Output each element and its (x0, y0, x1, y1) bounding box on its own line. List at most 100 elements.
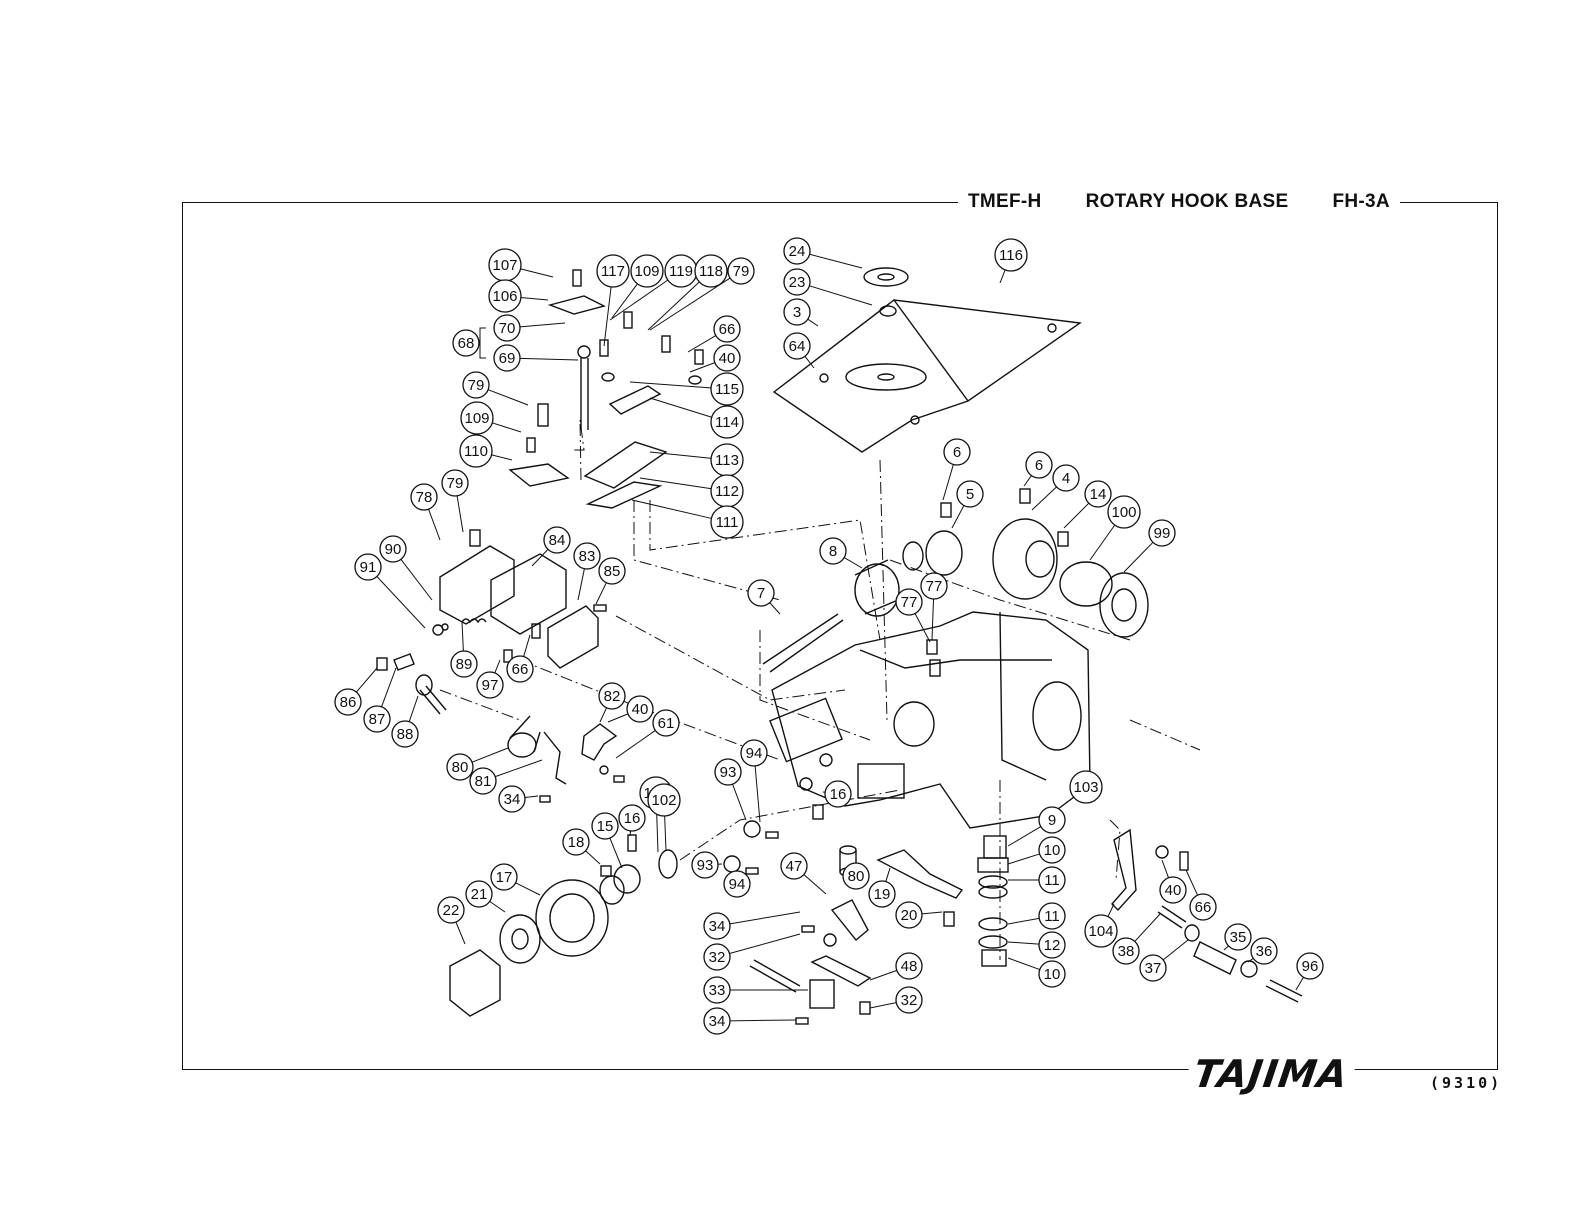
callout-circle (994, 238, 1028, 272)
solenoid-84 (490, 553, 567, 635)
callout-circle (783, 237, 811, 265)
callout-number: 109 (464, 410, 489, 427)
callout-number: 48 (901, 958, 918, 975)
callout-circle (703, 943, 731, 971)
leader-line (471, 747, 509, 763)
callout-circle (626, 695, 654, 723)
callout-77: 77 (895, 588, 931, 643)
collar-15 (613, 864, 641, 894)
callout-17: 17 (490, 863, 541, 896)
callout-number: 103 (1073, 779, 1098, 796)
callout-circle (459, 434, 493, 468)
callout-number: 88 (397, 726, 414, 743)
leader-line (869, 1002, 897, 1009)
lever-81 (543, 731, 567, 785)
leader-line (517, 267, 554, 278)
callout-circle (476, 671, 504, 699)
leader-line (629, 381, 715, 389)
callout-number: 84 (549, 532, 566, 549)
callout-circle (710, 372, 744, 406)
leader-line (942, 464, 954, 501)
callout-circle (714, 758, 742, 786)
leader-line (689, 362, 716, 373)
leader-line (729, 1019, 797, 1022)
leader-line (1134, 913, 1161, 942)
callout-number: 8 (829, 543, 837, 560)
callout-115: 115 (629, 372, 744, 406)
callout-circle (1038, 866, 1066, 894)
callout-circle (1038, 806, 1066, 834)
callout-69: 69 (493, 344, 579, 372)
leader-line (914, 613, 931, 643)
callout-number: 87 (369, 711, 386, 728)
callout-number: 93 (697, 857, 714, 874)
callout-number: 32 (901, 992, 918, 1009)
leader-line (523, 634, 531, 657)
leader-line (664, 812, 667, 851)
callout-circle (618, 804, 646, 832)
callout-circle (824, 780, 852, 808)
callout-number: 81 (475, 773, 492, 790)
callout-circle (1084, 914, 1118, 948)
callout-33: 33 (703, 976, 808, 1004)
callout-circle (452, 329, 480, 357)
lever-110 (508, 463, 570, 487)
callout-number: 119 (669, 263, 693, 280)
stud-9 (983, 835, 1007, 859)
callout-circle (573, 542, 601, 570)
callout-21: 21 (465, 880, 506, 913)
callout-circle (783, 298, 811, 326)
callout-circle (691, 851, 719, 879)
callout-number: 10 (1044, 966, 1061, 983)
callout-35: 35 (1223, 923, 1252, 951)
leader-line (456, 495, 464, 533)
callout-number: 21 (471, 886, 488, 903)
callout-number: 66 (719, 321, 736, 338)
callout-number: 107 (492, 257, 517, 274)
leader-line (494, 659, 501, 674)
callout-circle (596, 254, 630, 288)
callout-number: 6 (953, 444, 961, 461)
callout-79: 79 (649, 257, 755, 331)
callout-number: 20 (901, 907, 918, 924)
leader-line (1007, 917, 1040, 925)
leader-line (400, 559, 433, 601)
callout-78: 78 (410, 483, 441, 541)
leader-line (1031, 486, 1057, 511)
leader-line (843, 557, 863, 569)
callout-number: 9 (1048, 812, 1056, 829)
leader-line (611, 281, 640, 319)
callout-number: 97 (482, 677, 499, 694)
callout-circle (727, 257, 755, 285)
callout-circle (450, 650, 478, 678)
callout-number: 90 (385, 541, 402, 558)
callout-circle (462, 371, 490, 399)
coupling-5 (925, 530, 963, 576)
leader-line (732, 783, 747, 821)
callout-number: 4 (1062, 470, 1070, 487)
callout-40: 40 (1159, 859, 1187, 904)
callout-number: 80 (452, 759, 469, 776)
leader-line (515, 882, 541, 896)
callout-number: 40 (632, 701, 649, 718)
callout-number: 5 (966, 486, 974, 503)
callout-number: 104 (1088, 923, 1113, 940)
callout-circle (410, 483, 438, 511)
callout-number: 10 (1044, 842, 1061, 859)
callout-number: 34 (709, 918, 726, 935)
leader-line (754, 765, 761, 823)
callout-83: 83 (573, 542, 601, 601)
diagram-title: ROTARY HOOK BASE (1085, 191, 1289, 212)
callout-9: 9 (1007, 806, 1066, 847)
callout-16: 16 (822, 780, 852, 808)
leader-line (428, 509, 441, 541)
callout-97: 97 (476, 659, 504, 699)
leader-line (1223, 945, 1229, 951)
leader-line (356, 667, 378, 693)
callout-number: 78 (416, 489, 433, 506)
callout-circle (1069, 770, 1103, 804)
leader-line (807, 318, 819, 327)
callout-number: 23 (789, 274, 806, 291)
callout-104: 104 (1084, 903, 1118, 948)
leader-line (489, 900, 506, 913)
